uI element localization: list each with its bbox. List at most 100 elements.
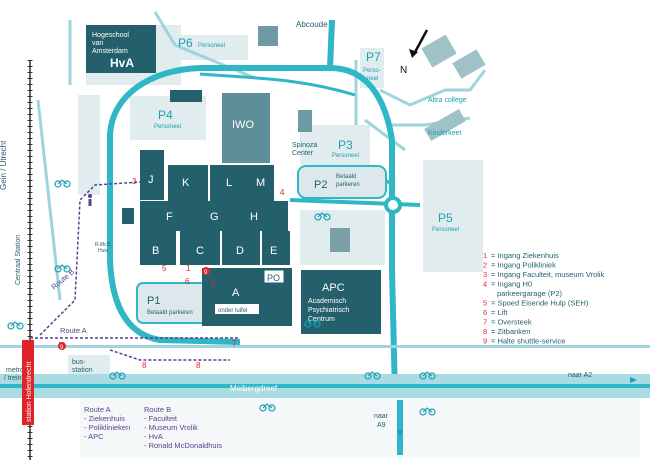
po-box [263,269,285,284]
route-b-title: Route B [144,405,171,414]
svg-text:- HvA: - HvA [144,432,163,441]
arrow-a9-icon [397,430,403,436]
svg-text:Center: Center [292,150,314,157]
label-centraal-station: Centraal Station [15,235,22,285]
label-k: K [182,177,190,189]
legend-number: 8 [483,327,487,336]
label-meibergdreef: Meibergdreef [230,384,278,393]
station-holendrecht-bar [22,340,34,425]
route-b-label: Route B [50,267,77,291]
svg-text:bus-: bus- [72,359,86,366]
zone-bus [68,355,110,375]
building-m [250,165,274,201]
svg-text:- Poliklinieken: - Poliklinieken [84,423,130,432]
label-h: H [250,211,258,223]
route-list: Route A - Ziekenhuis - Poliklinieken - A… [84,405,222,450]
label-onder-luifel: onder luifel [218,308,247,314]
legend-text: = Ingang H0 [491,280,532,289]
legend-text: = Ingang Polikliniek [491,261,556,270]
svg-text:Academisch: Academisch [308,298,346,305]
label-b: B [152,245,159,257]
svg-text:- Faculteit: - Faculteit [144,414,178,423]
building-hva [86,25,156,73]
svg-text:naar: naar [374,413,389,420]
svg-text:Hogeschool: Hogeschool [92,32,129,39]
bike-icons [7,179,436,416]
label-gein-utrecht: Gein / Utrecht [0,140,8,190]
zone-p5 [423,160,483,272]
legend-number: 5 [483,299,487,308]
svg-text:Centrum: Centrum [308,316,335,323]
marker-8b: 8 [196,361,201,370]
svg-text:- Ronald McDonaldhuis: - Ronald McDonaldhuis [144,441,222,450]
p3-label: P3 [338,138,353,152]
legend-number: 6 [483,308,487,317]
p7-label: P7 [366,50,381,64]
legend-number: 3 [483,270,487,279]
p5-label: P5 [438,211,453,225]
p6-label: P6 [178,36,193,50]
svg-text:Psychiatrisch: Psychiatrisch [308,307,349,314]
zone-p4 [130,96,206,140]
building-east-small [330,228,350,252]
legend: 1 = Ingang Ziekenhuis 2 = Ingang Poliklinie… [483,251,605,346]
svg-text:Huis: Huis [98,248,109,254]
building-iwo [222,93,270,163]
svg-text:R.McD.: R.McD. [95,242,112,248]
marker-5: 5 [162,264,167,273]
p2-label: P2 [314,179,327,191]
legend-text: = Zitbanken [491,327,530,336]
legend-number: 9 [483,337,487,346]
label-f: F [166,211,173,223]
path-altra [379,69,487,107]
building-small-w [122,208,134,224]
legend-rows: 1 = Ingang Ziekenhuis 2 = Ingang Poliklinie… [483,251,605,346]
legend-number: 2 [483,261,487,270]
road-inner-north [199,72,356,97]
compass: N [400,29,429,76]
hva-logo: HvA [110,56,134,70]
legend-text: = Ingang Ziekenhuis [491,251,559,260]
meibergdreef-centre [0,384,650,388]
building-g [196,201,238,231]
svg-text:Betaald: Betaald [336,174,356,180]
marker-9-bus [58,342,66,350]
label-m: M [256,177,265,189]
building-small-n [170,90,202,102]
path-west [36,99,62,301]
svg-text:neel: neel [367,76,378,82]
legend-number: 1 [483,251,487,260]
legend-text-cont: parkeergarage (P2) [497,289,563,298]
label-naar-a2: naar A2 [568,372,592,379]
label-station-holendrecht: station Holendrecht [26,362,33,422]
route-bench [109,349,230,361]
parking-labels: P6 Personeel P7 Perso- neel P4 Personeel… [147,36,459,316]
po-label: PO [267,273,280,283]
south-path [0,345,650,348]
svg-text:- APC: - APC [84,432,104,441]
legend-text: = Oversteek [491,318,532,327]
label-g: G [210,211,219,223]
label-l: L [226,177,232,189]
legend-text: = Halte shuttle-service [491,337,565,346]
label-c: C [196,245,204,257]
place-labels: Spinoza Center Altra college Kinderkeet … [72,97,467,374]
map-markers: 3 4 5 1 6 2 7 8 8 9 9 [58,177,285,370]
legend-number: 4 [483,280,487,289]
svg-text:9: 9 [204,270,208,276]
building-labels: J K L M F G H B C D E A IWO onder luifel [148,119,277,314]
compass-north: N [400,65,407,76]
svg-text:/ trein: / trein [4,375,22,382]
svg-text:Betaald parkeren: Betaald parkeren [147,310,193,316]
zone-west [78,95,100,195]
route-a-title: Route A [84,405,111,414]
svg-text:parkeren: parkeren [336,182,360,188]
ring-road [200,65,398,396]
label-d: D [236,245,244,257]
label-iwo: IWO [232,119,254,131]
route-a-label: Route A [60,326,87,335]
svg-text:9: 9 [60,345,64,351]
building-altra-1 [421,34,457,68]
svg-text:metro: metro [6,367,24,374]
